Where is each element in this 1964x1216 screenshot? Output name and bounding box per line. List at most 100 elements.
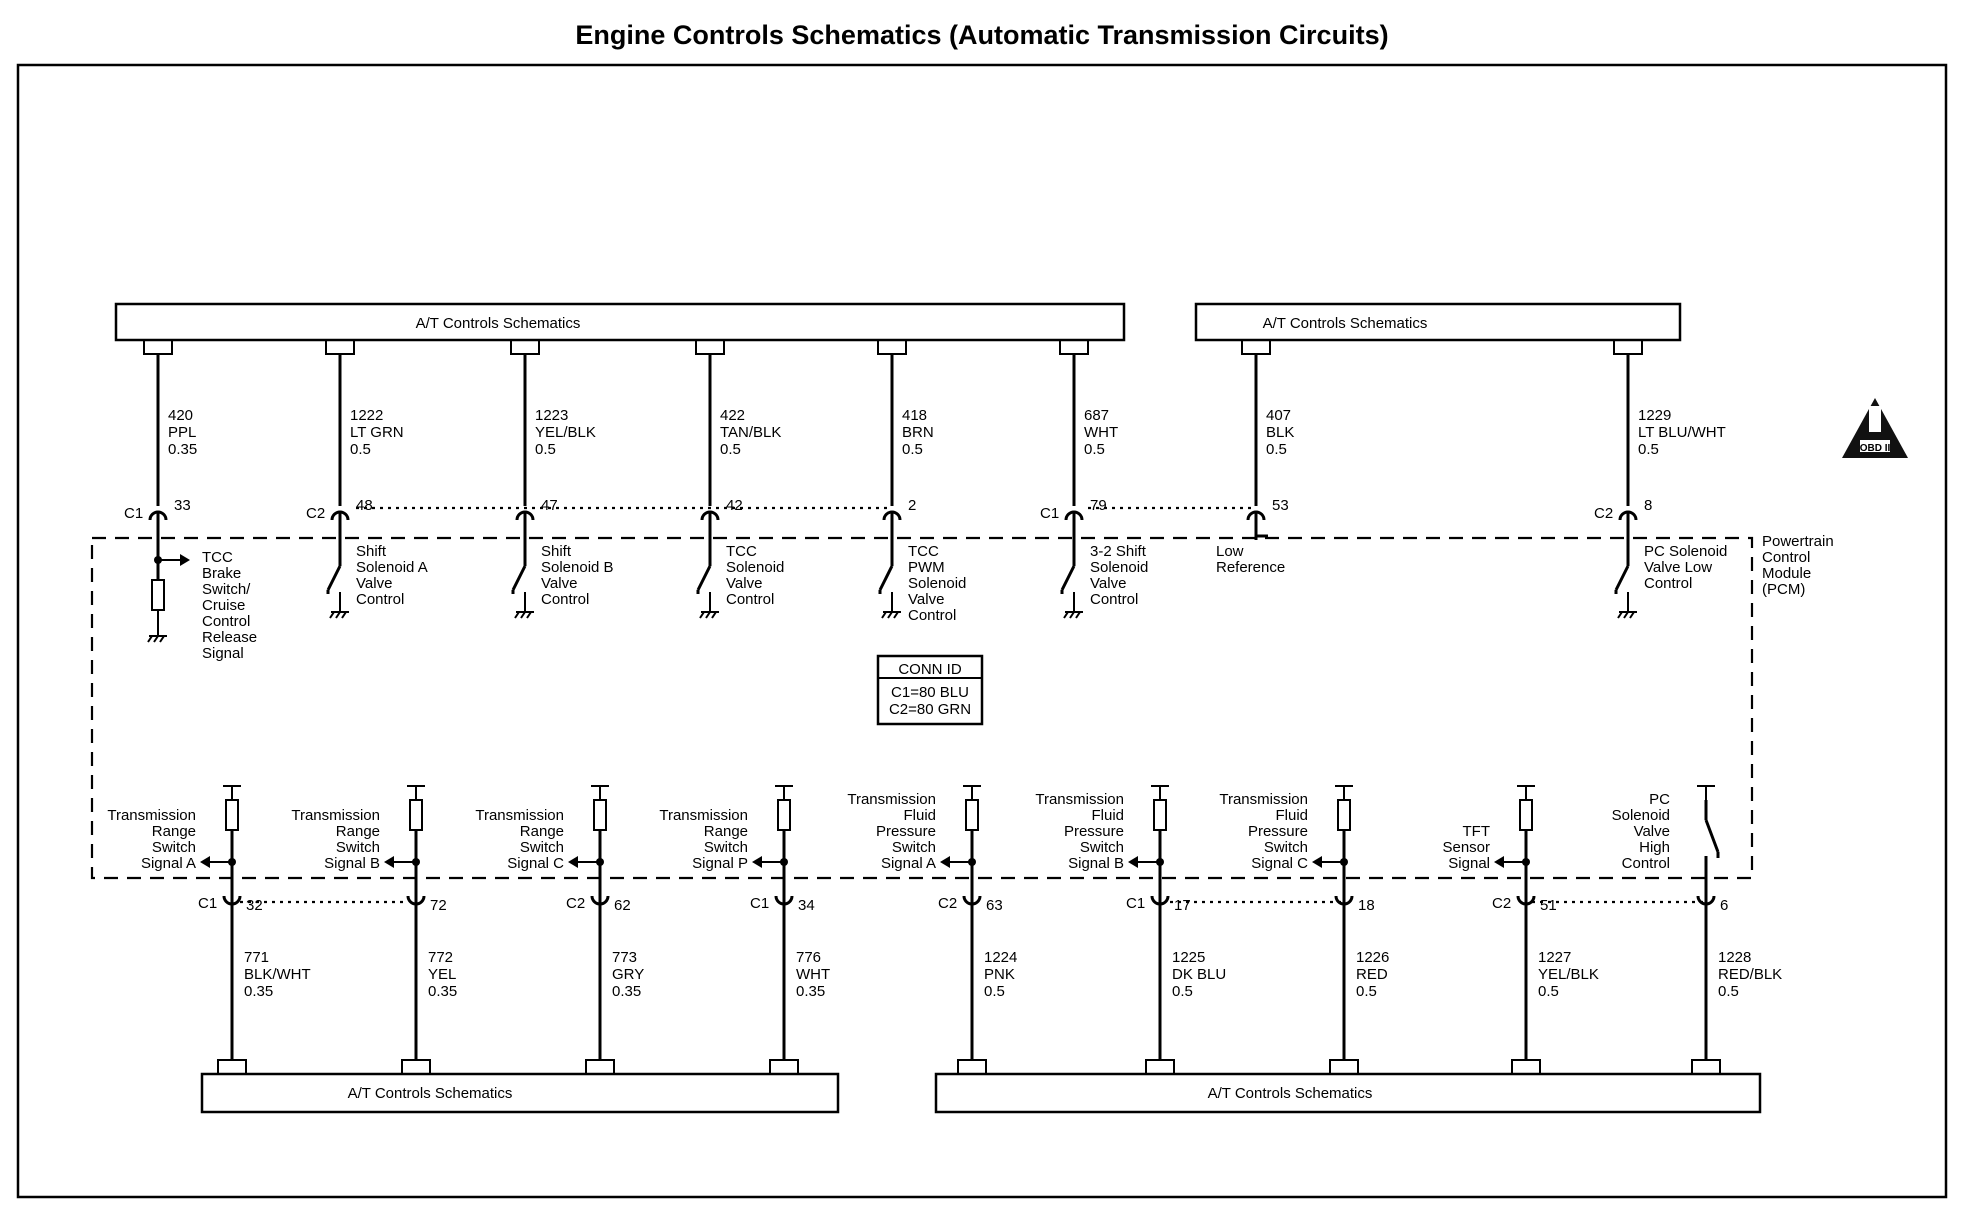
circuit-description: Transmission xyxy=(847,791,936,808)
circuit-description: Cruise xyxy=(202,597,245,614)
conn-id-header: CONN ID xyxy=(898,661,962,678)
circuit-description: Transmission xyxy=(107,807,196,824)
circuit-description: Solenoid xyxy=(1090,559,1148,576)
wire-gauge: 0.5 xyxy=(1718,983,1739,1000)
circuit-description: Control xyxy=(541,591,589,608)
bottom-box-left[interactable]: A/T Controls Schematics xyxy=(200,1072,840,1114)
connector-id: C2 xyxy=(938,895,957,912)
wire-gauge: 0.35 xyxy=(612,983,641,1000)
circuit-description: Shift xyxy=(356,543,387,560)
circuit-description: Fluid xyxy=(903,807,936,824)
circuit-description: Solenoid xyxy=(726,559,784,576)
circuit-description: Transmission xyxy=(1219,791,1308,808)
wire-circuit-number: 776 xyxy=(796,949,821,966)
connector-id: C1 xyxy=(750,895,769,912)
circuit-description: Signal xyxy=(202,645,244,662)
connector-id: C2 xyxy=(1594,505,1613,522)
conn-id-line: C1=80 BLU xyxy=(891,684,969,701)
circuit-description: Control xyxy=(202,613,250,630)
circuit-description: Pressure xyxy=(876,823,936,840)
conn-id-line: C2=80 GRN xyxy=(889,701,971,718)
wire-color: LT BLU/WHT xyxy=(1638,424,1726,441)
circuit-description: Transmission xyxy=(475,807,564,824)
circuit-description: Valve xyxy=(1634,823,1670,840)
wire-color: BRN xyxy=(902,424,934,441)
circuit-description: PC xyxy=(1649,791,1670,808)
pin-number: 42 xyxy=(726,497,743,514)
pcm-label-line: Powertrain xyxy=(1762,533,1834,550)
wire-circuit-number: 1224 xyxy=(984,949,1017,966)
pin-number: 34 xyxy=(798,897,815,914)
circuit-description: Reference xyxy=(1216,559,1285,576)
circuit-description: Signal C xyxy=(507,855,564,872)
bottom-box-right[interactable]: A/T Controls Schematics xyxy=(934,1072,1762,1114)
wire-gauge: 0.5 xyxy=(1172,983,1193,1000)
wire-circuit-number: 1226 xyxy=(1356,949,1389,966)
circuit-description: High xyxy=(1639,839,1670,856)
bottom-circuit[interactable]: PCSolenoidValveHighControl61228RED/BLK0.… xyxy=(1612,785,1783,1074)
circuit-description: Signal P xyxy=(692,855,748,872)
circuit-description: Solenoid xyxy=(908,575,966,592)
pin-number: 47 xyxy=(541,497,558,514)
wire-color: YEL/BLK xyxy=(535,424,596,441)
wire-color: BLK/WHT xyxy=(244,966,311,983)
pcm-label-line: Control xyxy=(1762,549,1810,566)
wire-circuit-number: 418 xyxy=(902,407,927,424)
connector-id: C2 xyxy=(306,505,325,522)
top-box-left[interactable]: A/T Controls Schematics xyxy=(114,302,1126,342)
connector-id: C2 xyxy=(566,895,585,912)
circuit-description: Range xyxy=(336,823,380,840)
wire-gauge: 0.5 xyxy=(1638,441,1659,458)
circuit-description: Range xyxy=(704,823,748,840)
obd-badge: OBD II xyxy=(1842,398,1908,458)
circuit-description: Fluid xyxy=(1091,807,1124,824)
wire-gauge: 0.5 xyxy=(1266,441,1287,458)
circuit-description: Valve Low xyxy=(1644,559,1712,576)
connector-id: C1 xyxy=(1126,895,1145,912)
top-box-left-label: A/T Controls Schematics xyxy=(416,315,581,332)
circuit-description: Solenoid B xyxy=(541,559,614,576)
wire-circuit-number: 422 xyxy=(720,407,745,424)
top-box-right[interactable]: A/T Controls Schematics xyxy=(1194,302,1682,342)
circuit-description: Signal C xyxy=(1251,855,1308,872)
circuit-description: Control xyxy=(908,607,956,624)
circuit-description: Transmission xyxy=(291,807,380,824)
connector-id: C1 xyxy=(124,505,143,522)
diagram-title: Engine Controls Schematics (Automatic Tr… xyxy=(575,20,1388,50)
pcm-boundary xyxy=(90,536,1754,880)
circuit-description: Pressure xyxy=(1248,823,1308,840)
circuit-description: Valve xyxy=(726,575,762,592)
circuit-description: Valve xyxy=(356,575,392,592)
circuit-description: Switch xyxy=(892,839,936,856)
circuit-description: Solenoid xyxy=(1612,807,1670,824)
circuit-description: Switch xyxy=(1264,839,1308,856)
top-box-right-label: A/T Controls Schematics xyxy=(1263,315,1428,332)
wire-circuit-number: 1229 xyxy=(1638,407,1671,424)
circuit-description: Switch xyxy=(704,839,748,856)
circuit-description: Brake xyxy=(202,565,241,582)
circuit-description: Switch xyxy=(520,839,564,856)
wire-gauge: 0.5 xyxy=(984,983,1005,1000)
connector-id: C2 xyxy=(1492,895,1511,912)
circuit-description: Control xyxy=(1622,855,1670,872)
circuit-description: Switch xyxy=(1080,839,1124,856)
pin-number: 63 xyxy=(986,897,1003,914)
